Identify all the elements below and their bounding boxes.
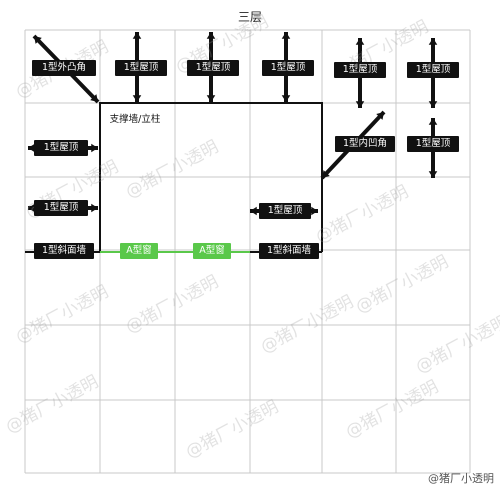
- roof-label: 1型屋顶: [34, 140, 88, 156]
- arrow-head-icon: [91, 203, 98, 213]
- arrow-head-icon: [28, 203, 35, 213]
- slope-wall-label: 1型斜面墙: [34, 243, 94, 259]
- arrow-head-icon: [428, 101, 438, 108]
- arrow-head-icon: [132, 95, 142, 102]
- arrow-head-icon: [206, 32, 216, 39]
- arrow-head-icon: [206, 95, 216, 102]
- arrow-head-icon: [355, 101, 365, 108]
- roof-label: 1型屋顶: [407, 136, 459, 152]
- arrow-head-icon: [311, 206, 318, 216]
- support-wall-line: [99, 102, 323, 252]
- arrow-head-icon: [90, 94, 98, 102]
- arrow-head-icon: [132, 32, 142, 39]
- credit-text: @猪厂小透明: [428, 472, 494, 485]
- arrow-head-icon: [281, 32, 291, 39]
- arrow-head-icon: [281, 95, 291, 102]
- arrow-head-icon: [428, 171, 438, 178]
- roof-label: 1型屋顶: [259, 203, 311, 219]
- arrow-head-icon: [355, 38, 365, 45]
- roof-label: 1型屋顶: [407, 62, 459, 78]
- roof-label: 1型屋顶: [334, 62, 386, 78]
- inner-corner-label: 1型内凹角: [335, 136, 395, 152]
- arrow-head-icon: [250, 206, 257, 216]
- support-wall-label: 支撑墙/立柱: [102, 112, 168, 128]
- roof-label: 1型屋顶: [262, 60, 314, 76]
- arrow-head-icon: [322, 170, 330, 178]
- roof-label: 1型屋顶: [187, 60, 239, 76]
- window-label: A型窗: [120, 243, 158, 259]
- arrow-head-icon: [376, 112, 384, 120]
- arrow-head-icon: [28, 143, 35, 153]
- arrow-head-icon: [34, 36, 42, 44]
- arrow-head-icon: [91, 143, 98, 153]
- outer-corner-label: 1型外凸角: [32, 60, 96, 76]
- arrow-head-icon: [428, 118, 438, 125]
- slope-wall-label: 1型斜面墙: [259, 243, 319, 259]
- roof-label: 1型屋顶: [115, 60, 167, 76]
- roof-label: 1型屋顶: [34, 200, 88, 216]
- window-label: A型窗: [193, 243, 231, 259]
- arrow-head-icon: [428, 38, 438, 45]
- page-title: 三层: [237, 10, 262, 24]
